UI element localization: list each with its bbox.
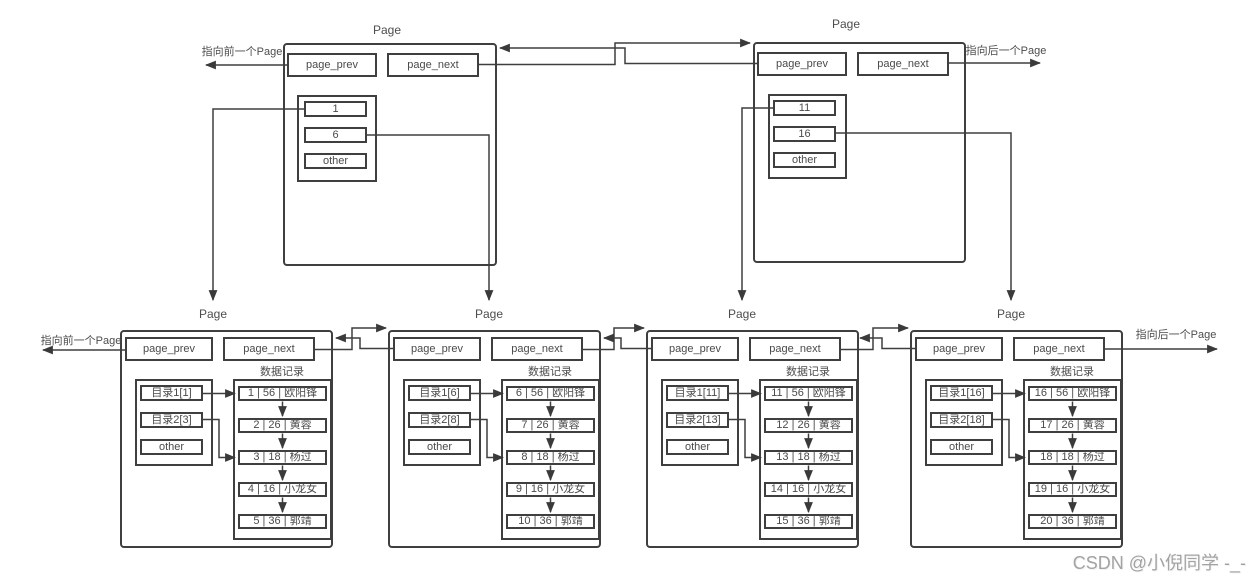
page-title: Page (198, 307, 228, 321)
page-next-field: page_next (491, 337, 583, 361)
directory-other: other (408, 439, 471, 455)
data-records-label: 数据记录 (528, 365, 572, 378)
record-row: 13 | 18 | 杨过 (764, 450, 853, 465)
page-prev-field: page_prev (125, 337, 213, 361)
directory-other: other (666, 439, 729, 455)
entry-key: 11 (773, 100, 836, 116)
record-row: 9 | 16 | 小龙女 (506, 482, 595, 497)
directory-slot-2: 目录2[18] (930, 412, 993, 428)
page-next-field: page_next (223, 337, 315, 361)
entry-other: other (773, 152, 836, 168)
top-page-prev-pointer (498, 43, 757, 65)
directory-slot-2: 目录2[8] (408, 412, 471, 428)
prev-page-label: 指向前一个Page (40, 335, 122, 347)
page-prev-field: page_prev (651, 337, 739, 361)
page-next-field: page_next (857, 52, 949, 76)
leaf4-prev-pointer (858, 333, 915, 350)
directory-slot-1: 目录1[11] (666, 385, 729, 401)
page-next-field: page_next (387, 53, 479, 77)
page-title: Page (996, 307, 1026, 321)
record-row: 2 | 26 | 黄蓉 (238, 418, 327, 433)
record-row: 10 | 36 | 郭靖 (506, 514, 595, 529)
page-title: Page (831, 17, 861, 31)
data-records-label: 数据记录 (786, 365, 830, 378)
record-row: 18 | 18 | 杨过 (1028, 450, 1117, 465)
page-next-field: page_next (749, 337, 841, 361)
record-row: 20 | 36 | 郭靖 (1028, 514, 1117, 529)
record-row: 4 | 16 | 小龙女 (238, 482, 327, 497)
csdn-watermark: CSDN @小倪同学 -_- (1072, 553, 1246, 573)
directory-slot-2: 目录2[13] (666, 412, 729, 428)
prev-page-label: 指向前一个Page (201, 46, 283, 58)
record-row: 15 | 36 | 郭靖 (764, 514, 853, 529)
directory-slot-1: 目录1[16] (930, 385, 993, 401)
next-page-label: 指向后一个Page (1135, 329, 1217, 341)
entry-other: other (304, 153, 367, 169)
directory-slot-2: 目录2[3] (140, 412, 203, 428)
directory-slot-1: 目录1[1] (140, 385, 203, 401)
page-next-field: page_next (1013, 337, 1105, 361)
record-row: 5 | 36 | 郭靖 (238, 514, 327, 529)
record-row: 19 | 16 | 小龙女 (1028, 482, 1117, 497)
top-page-next-pointer (479, 38, 752, 66)
page-prev-field: page_prev (757, 52, 847, 76)
page-title: Page (372, 23, 402, 37)
directory-slot-1: 目录1[6] (408, 385, 471, 401)
entry-key: 1 (304, 101, 367, 117)
record-row: 7 | 26 | 黄蓉 (506, 418, 595, 433)
page-prev-field: page_prev (915, 337, 1003, 361)
data-records-label: 数据记录 (260, 365, 304, 378)
record-row: 6 | 56 | 欧阳锋 (506, 386, 595, 401)
record-row: 3 | 18 | 杨过 (238, 450, 327, 465)
record-row: 1 | 56 | 欧阳锋 (238, 386, 327, 401)
entry-key: 16 (773, 126, 836, 142)
record-row: 12 | 26 | 黄蓉 (764, 418, 853, 433)
record-row: 14 | 16 | 小龙女 (764, 482, 853, 497)
record-row: 17 | 26 | 黄蓉 (1028, 418, 1117, 433)
leaf2-prev-pointer (334, 333, 393, 350)
page-title: Page (474, 307, 504, 321)
page-prev-field: page_prev (287, 53, 377, 77)
page-title: Page (727, 307, 757, 321)
record-row: 11 | 56 | 欧阳锋 (764, 386, 853, 401)
directory-other: other (140, 439, 203, 455)
entry-key: 6 (304, 127, 367, 143)
record-row: 8 | 18 | 杨过 (506, 450, 595, 465)
data-records-label: 数据记录 (1050, 365, 1094, 378)
page-prev-field: page_prev (393, 337, 481, 361)
directory-other: other (930, 439, 993, 455)
leaf3-prev-pointer (602, 333, 651, 350)
next-page-label: 指向后一个Page (965, 45, 1047, 57)
record-row: 16 | 56 | 欧阳锋 (1028, 386, 1117, 401)
